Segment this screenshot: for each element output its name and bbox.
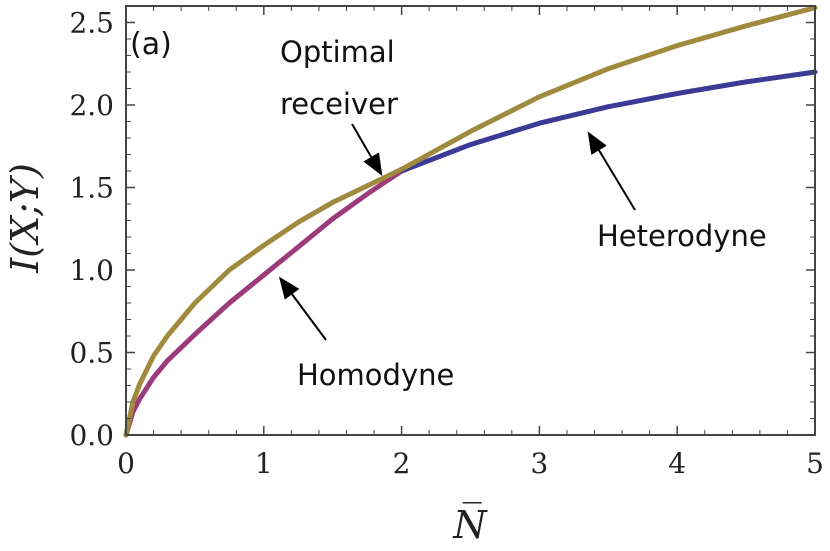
annotation-homodyne: Homodyne [297, 358, 454, 392]
x-tick-label: 0 [117, 447, 135, 480]
arrow-heterodyne-shaft [598, 149, 636, 211]
annotation-optimal-line1: Optimal [280, 35, 395, 69]
x-tick-label: 5 [806, 447, 824, 480]
y-tick-label: 2.5 [69, 7, 114, 40]
arrow-heterodyne-head [587, 131, 607, 155]
x-tick-label: 4 [668, 447, 686, 480]
series-line-homodyne [123, 168, 405, 438]
y-tick-label: 2.0 [69, 89, 114, 122]
series-line-optimal-receiver [123, 5, 818, 438]
annotation-optimal-line2: receiver [280, 87, 398, 121]
x-tick-label: 3 [530, 447, 548, 480]
ticks-layer: 0 1 2 3 4 5 0.0 0.5 1.0 1.5 2.0 2.5 [69, 5, 824, 480]
annotation-heterodyne: Heterodyne [597, 219, 767, 253]
annotation-layer: Optimal receiver Heterodyne Homodyne [278, 35, 767, 392]
panel-label: (a) [130, 27, 172, 62]
series-layer [123, 5, 818, 438]
y-tick-label: 0.5 [69, 337, 114, 370]
x-axis-label: N̅ [452, 502, 488, 547]
y-tick-label: 0.0 [69, 419, 114, 452]
x-tick-label: 2 [393, 447, 411, 480]
x-tick-label: 1 [255, 447, 273, 480]
arrow-optimal-receiver-head [363, 152, 383, 176]
arrow-optimal-receiver-shaft [351, 123, 373, 158]
arrow-homodyne-shaft [291, 293, 327, 341]
y-tick-label: 1.0 [69, 254, 114, 287]
arrow-homodyne-head [278, 276, 300, 300]
y-tick-label: 1.5 [69, 172, 114, 205]
series-line-heterodyne [399, 69, 818, 174]
y-axis-label: I(X;Y) [3, 163, 47, 274]
